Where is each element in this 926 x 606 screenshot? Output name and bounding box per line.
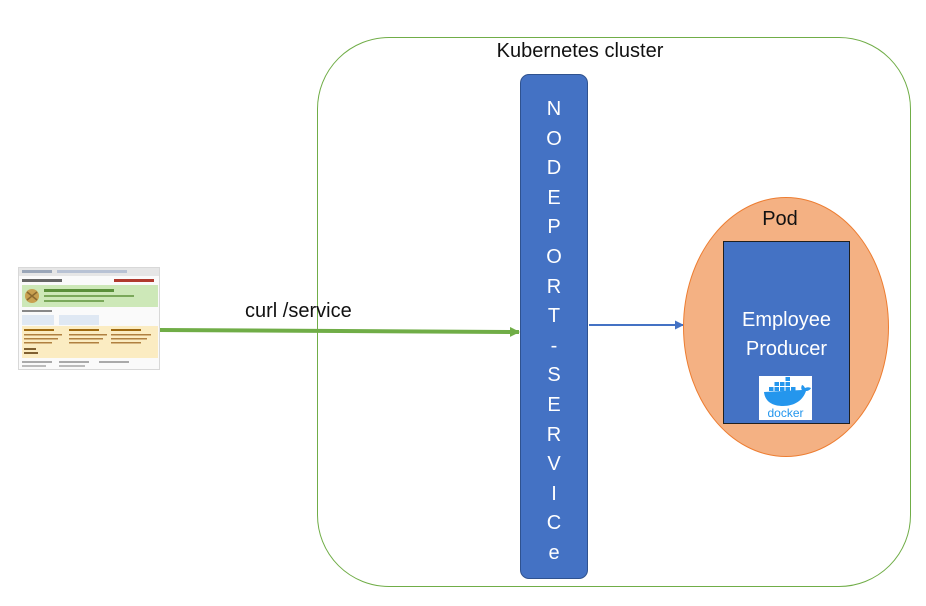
service-letter: R — [546, 423, 562, 446]
service-letter: T — [547, 305, 561, 328]
pod-label: Pod — [762, 208, 798, 230]
service-letter: V — [547, 453, 561, 476]
service-letter: P — [547, 216, 561, 239]
service-letter: C — [546, 512, 562, 535]
container-name: Employee Producer — [723, 306, 850, 364]
request-arrow — [159, 326, 520, 337]
docker-whale-icon — [764, 377, 811, 406]
request-label: curl /service — [245, 300, 352, 322]
service-letter: N — [546, 98, 562, 120]
service-letter: - — [550, 334, 558, 357]
service-letter: R — [546, 275, 562, 298]
service-letter: O — [546, 245, 562, 268]
service-letter: S — [547, 364, 561, 387]
docker-logo-text: docker — [767, 406, 803, 420]
kubernetes-cluster-boundary — [317, 37, 911, 587]
browser-screenshot-thumbnail — [18, 267, 160, 370]
container-name-line2: Producer — [745, 338, 828, 360]
service-letter: E — [547, 393, 561, 416]
service-letter: e — [548, 541, 560, 564]
docker-logo: docker — [759, 376, 812, 420]
cluster-title: Kubernetes cluster — [496, 40, 664, 62]
service-letter: I — [551, 482, 557, 505]
service-letter: E — [547, 186, 561, 209]
service-letter: D — [546, 157, 562, 180]
service-letter: O — [546, 127, 562, 150]
container-name-line1: Employee — [742, 309, 831, 331]
